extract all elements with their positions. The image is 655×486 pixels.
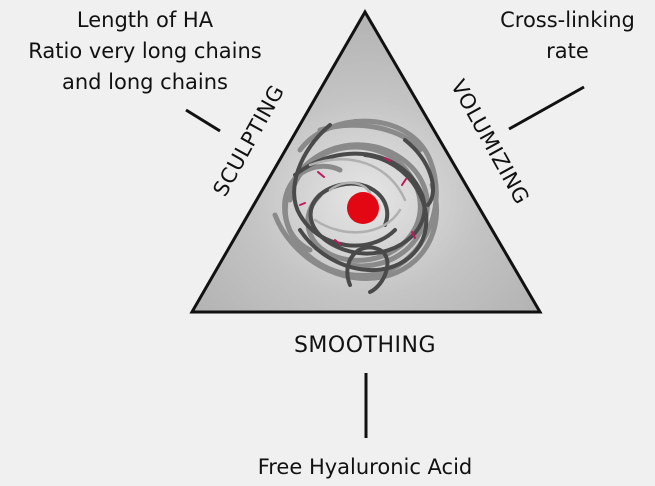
label-length-of-ha: Length of HA Ratio very long chains and … bbox=[0, 5, 290, 98]
label-crosslink-line-2: rate bbox=[480, 36, 655, 67]
red-dot-marker bbox=[347, 192, 379, 224]
label-crosslink-line-1: Cross-linking bbox=[480, 5, 655, 36]
connector-line-right bbox=[509, 87, 584, 129]
label-length-line-2: Ratio very long chains bbox=[0, 36, 290, 67]
label-length-line-1: Length of HA bbox=[0, 5, 290, 36]
label-free-hyaluronic-acid: Free Hyaluronic Acid bbox=[195, 452, 535, 483]
label-length-line-3: and long chains bbox=[0, 67, 290, 98]
label-cross-linking-rate: Cross-linking rate bbox=[480, 5, 655, 67]
connector-line-left bbox=[186, 110, 220, 131]
side-label-smoothing: SMOOTHING bbox=[265, 330, 465, 361]
